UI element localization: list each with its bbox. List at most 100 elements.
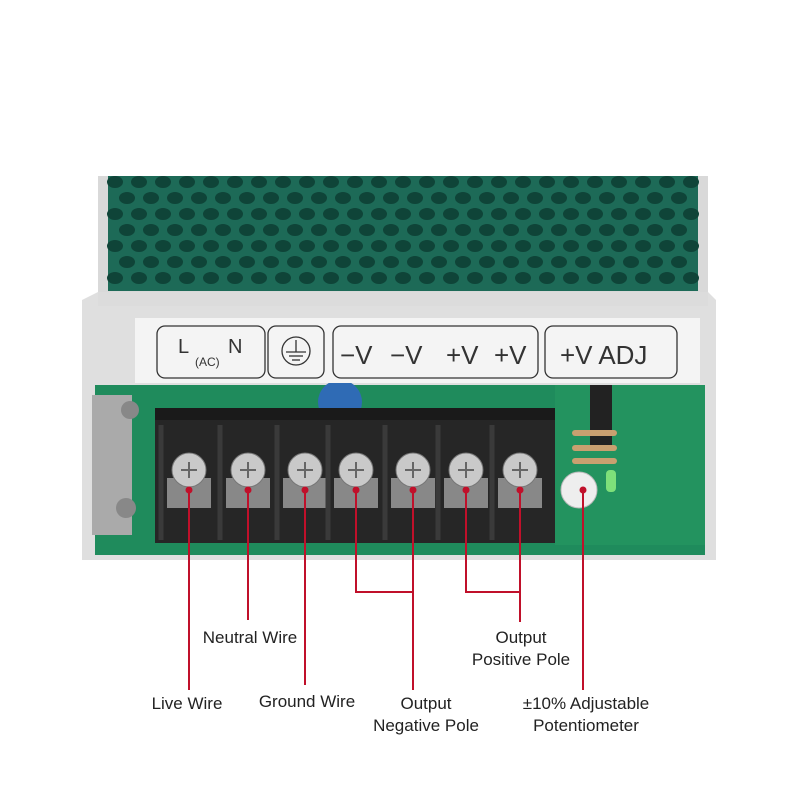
mesh-hole — [683, 272, 699, 284]
mesh-hole — [239, 224, 255, 236]
mesh-hole — [371, 272, 387, 284]
mesh-hole — [263, 256, 279, 268]
mesh-hole — [575, 192, 591, 204]
mesh-hole — [623, 224, 639, 236]
mesh-hole — [371, 240, 387, 252]
mesh-hole — [431, 224, 447, 236]
mesh-hole — [491, 272, 507, 284]
label-neg-v-2: −V — [390, 340, 423, 370]
mesh-hole — [659, 272, 675, 284]
callout-live-wire: Live Wire — [151, 694, 223, 713]
mesh-hole — [539, 240, 555, 252]
mesh-hole — [539, 272, 555, 284]
mesh-hole — [515, 272, 531, 284]
mesh-hole — [599, 224, 615, 236]
potentiometer[interactable] — [560, 471, 598, 509]
mesh-hole — [215, 224, 231, 236]
mesh-hole — [119, 192, 135, 204]
mesh-hole — [359, 256, 375, 268]
mesh-hole — [671, 256, 687, 268]
callout-pot-line1: ±10% Adjustable — [522, 694, 650, 713]
screw-slot-icon — [458, 462, 474, 478]
mesh-hole — [587, 272, 603, 284]
mesh-hole — [227, 208, 243, 220]
mesh-hole — [143, 192, 159, 204]
callout-negative-line1: Output — [400, 694, 452, 713]
callout-positive-line2: Positive Pole — [471, 650, 571, 669]
mesh-hole — [179, 240, 195, 252]
mesh-hole — [503, 256, 519, 268]
callout-positive-line1: Output — [495, 628, 547, 647]
mesh-hole — [551, 256, 567, 268]
mesh-hole — [155, 272, 171, 284]
ground-symbol-icon — [281, 336, 311, 366]
mesh-hole — [407, 256, 423, 268]
mesh-hole — [251, 176, 267, 188]
screw-slot-icon — [240, 462, 256, 478]
mesh-hole — [575, 256, 591, 268]
mesh-hole — [155, 208, 171, 220]
mesh-hole — [203, 176, 219, 188]
mesh-hole — [167, 256, 183, 268]
mesh-hole — [611, 176, 627, 188]
screw-slot-icon — [297, 462, 313, 478]
label-pos-v-1: +V — [446, 340, 479, 370]
mesh-hole — [107, 240, 123, 252]
mesh-hole — [251, 240, 267, 252]
mesh-hole — [635, 240, 651, 252]
mesh-hole — [131, 176, 147, 188]
mesh-hole — [563, 208, 579, 220]
mesh-hole — [167, 224, 183, 236]
mesh-hole — [635, 272, 651, 284]
mesh-hole — [443, 208, 459, 220]
mesh-hole — [491, 208, 507, 220]
mesh-hole — [491, 176, 507, 188]
mesh-hole — [275, 176, 291, 188]
mesh-hole — [659, 240, 675, 252]
mesh-hole — [563, 240, 579, 252]
screw-slot-icon — [348, 462, 364, 478]
mesh-hole — [155, 176, 171, 188]
mesh-hole — [179, 176, 195, 188]
mesh-hole — [659, 208, 675, 220]
mesh-hole — [587, 208, 603, 220]
screw-slot-icon — [181, 462, 197, 478]
mesh-hole — [407, 224, 423, 236]
mesh-hole — [467, 176, 483, 188]
mesh-hole — [287, 192, 303, 204]
screw-slot-icon — [405, 462, 421, 478]
mesh-hole — [515, 208, 531, 220]
mesh-hole — [143, 256, 159, 268]
mesh-hole — [299, 240, 315, 252]
label-n: N — [228, 336, 242, 358]
mesh-hole — [431, 192, 447, 204]
label-adj: +V ADJ — [560, 340, 647, 370]
mesh-hole — [587, 176, 603, 188]
mesh-hole — [431, 256, 447, 268]
mesh-hole — [179, 208, 195, 220]
mesh-hole — [467, 208, 483, 220]
mesh-hole — [527, 224, 543, 236]
mesh-hole — [623, 256, 639, 268]
mesh-hole — [635, 176, 651, 188]
mesh-hole — [635, 208, 651, 220]
callout-lines — [188, 490, 584, 690]
mesh-hole — [395, 208, 411, 220]
callout-dot — [409, 486, 417, 494]
mesh-hole — [467, 240, 483, 252]
mesh-hole — [215, 192, 231, 204]
mesh-hole — [311, 192, 327, 204]
label-ac: (AC) — [195, 355, 220, 369]
mesh-hole — [107, 208, 123, 220]
callout-neutral-wire: Neutral Wire — [202, 628, 298, 647]
mesh-hole — [479, 192, 495, 204]
mesh-hole — [335, 224, 351, 236]
mesh-hole — [275, 272, 291, 284]
screw-slot-icon — [512, 462, 528, 478]
mesh-hole — [323, 176, 339, 188]
mesh-hole — [599, 256, 615, 268]
mesh-hole — [323, 272, 339, 284]
mesh-hole — [671, 224, 687, 236]
mesh-hole — [575, 224, 591, 236]
label-l: L — [178, 336, 189, 358]
